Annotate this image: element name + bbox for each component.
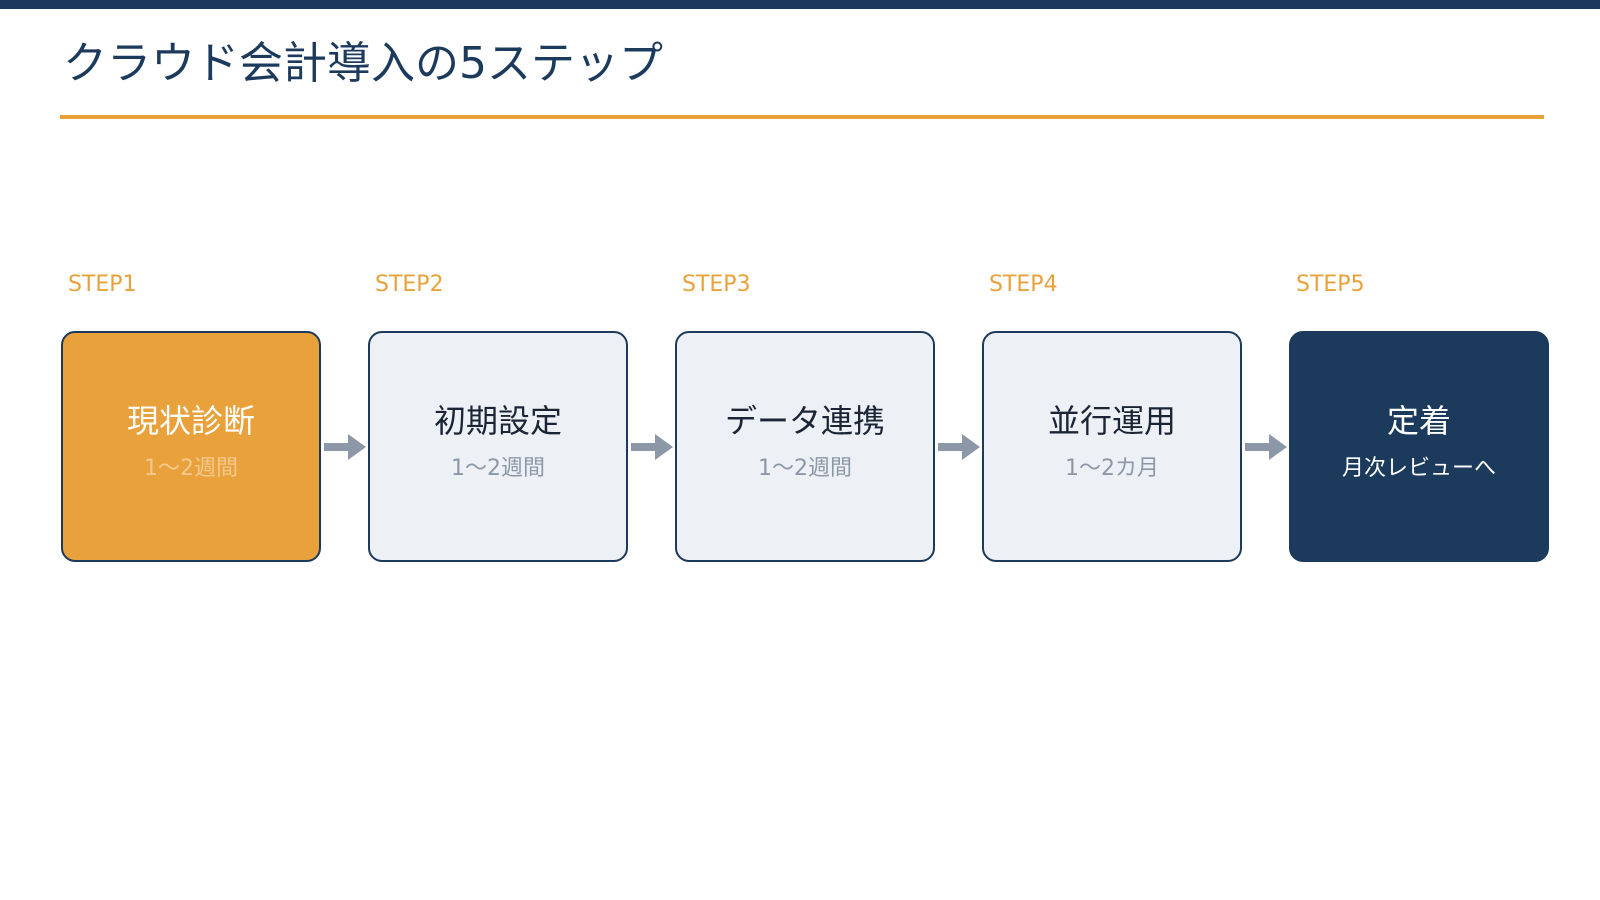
step-duration-5: 月次レビューへ (1341, 456, 1496, 481)
top-accent-bar (0, 0, 1600, 9)
right-arrow-icon (1245, 434, 1287, 460)
step-box-3: データ連携 1～2週間 (675, 331, 935, 562)
step-name-1: 現状診断 (126, 402, 255, 440)
right-arrow-icon (324, 434, 366, 460)
title-underline (60, 115, 1544, 119)
step-label-1: STEP1 (68, 272, 137, 297)
step-label-2: STEP2 (375, 272, 444, 297)
step-box-4: 並行運用 1～2カ月 (982, 331, 1242, 562)
step-label-4: STEP4 (989, 272, 1058, 297)
step-box-2: 初期設定 1～2週間 (368, 331, 628, 562)
step-box-5: 定着 月次レビューへ (1289, 331, 1549, 562)
step-name-4: 並行運用 (1047, 402, 1176, 440)
step-name-3: データ連携 (724, 402, 885, 440)
step-name-2: 初期設定 (433, 402, 562, 440)
step-name-5: 定着 (1386, 402, 1451, 440)
step-label-3: STEP3 (682, 272, 751, 297)
page-title: クラウド会計導入の5ステップ (63, 38, 663, 89)
right-arrow-icon (631, 434, 673, 460)
step-duration-1: 1～2週間 (144, 456, 238, 481)
step-duration-3: 1～2週間 (758, 456, 852, 481)
right-arrow-icon (938, 434, 980, 460)
step-duration-4: 1～2カ月 (1065, 456, 1159, 481)
step-box-1: 現状診断 1～2週間 (61, 331, 321, 562)
step-label-5: STEP5 (1296, 272, 1365, 297)
step-duration-2: 1～2週間 (451, 456, 545, 481)
